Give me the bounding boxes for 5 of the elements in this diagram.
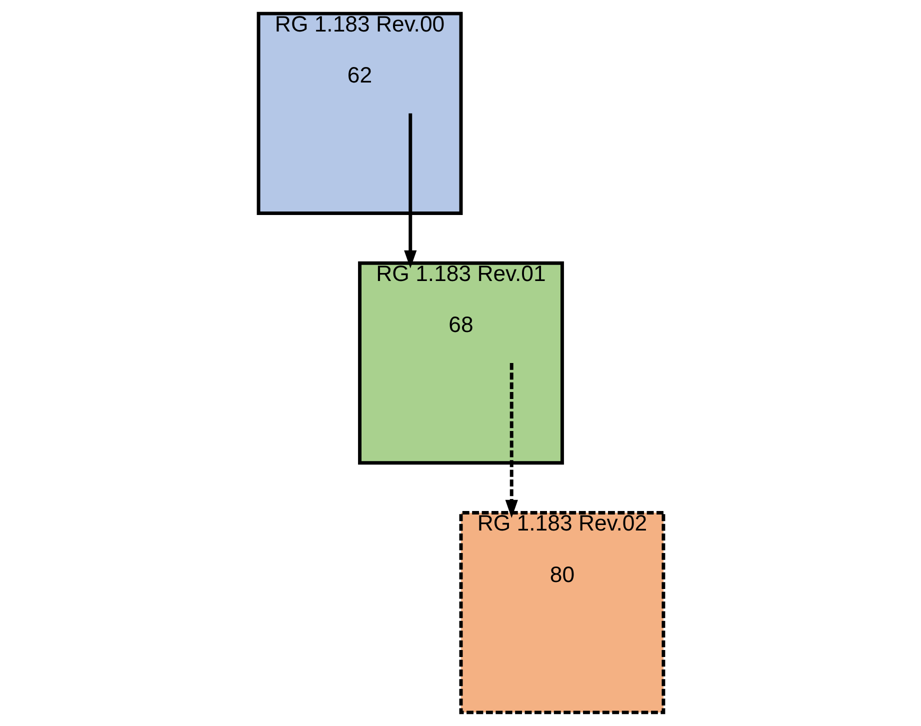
node-box: RG 1.183 Rev.02 80 — [458, 511, 665, 714]
arrow — [504, 363, 518, 518]
node-box: RG 1.183 Rev.00 62 — [256, 12, 462, 215]
node-box: RG 1.183 Rev.01 68 — [358, 261, 564, 465]
arrow — [404, 113, 416, 268]
